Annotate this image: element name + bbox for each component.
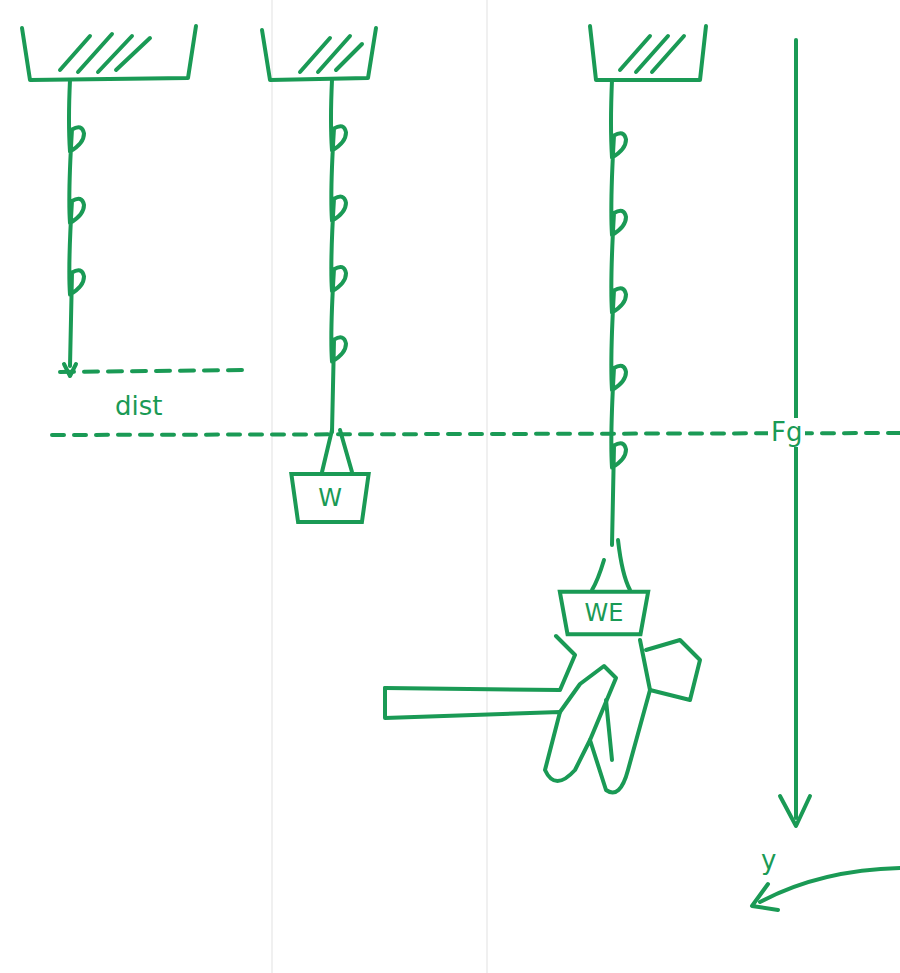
arrowhead (752, 884, 778, 910)
hand (385, 640, 650, 793)
hook (592, 540, 630, 590)
hatch (620, 36, 684, 72)
weight-box: WE (556, 590, 652, 636)
ceiling-support (22, 26, 196, 80)
hand (606, 700, 612, 760)
page-fold (486, 0, 488, 973)
spring (611, 80, 626, 545)
page-fold (271, 0, 273, 973)
weight-outline (291, 474, 368, 522)
spring (331, 80, 346, 432)
distance-label: dist (112, 392, 165, 421)
weight-box: W (288, 472, 372, 524)
curved-arrow (760, 868, 900, 902)
weight-label: W (318, 485, 342, 511)
hand (385, 636, 575, 690)
arrowhead (780, 796, 810, 826)
rest-line (60, 370, 250, 372)
spring (69, 80, 84, 366)
hatch (60, 34, 150, 72)
hatch (300, 36, 362, 72)
hand (646, 640, 700, 700)
axis-label: y (758, 846, 779, 875)
ceiling-support (262, 28, 376, 80)
weight-outline (560, 592, 648, 634)
weight-label: WE (585, 600, 624, 626)
ceiling-support (590, 26, 706, 80)
force-label: Fg (768, 418, 805, 447)
